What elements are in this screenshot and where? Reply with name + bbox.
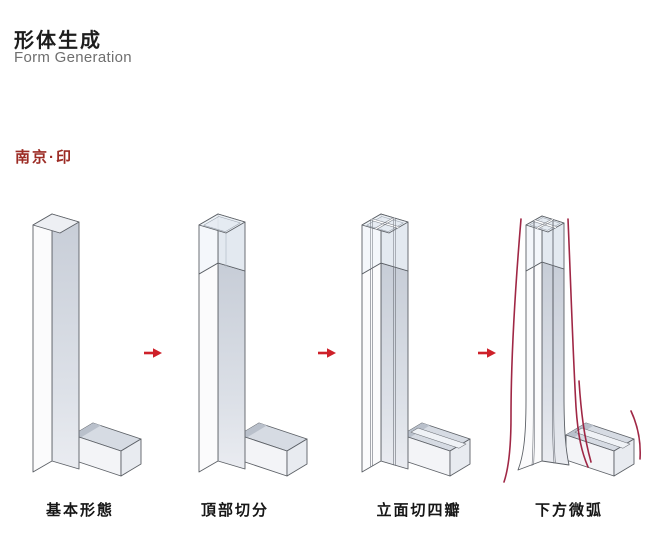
podium <box>401 422 471 477</box>
stage-basic-form-diagram <box>32 213 142 477</box>
podium <box>565 422 635 477</box>
tower <box>198 262 246 473</box>
glass-top <box>361 213 409 275</box>
stage-caption-basic-form: 基本形態 <box>45 502 115 519</box>
podium-groove <box>410 427 467 449</box>
tower <box>517 261 570 471</box>
stage-caption-facade-cut: 立面切四瓣 <box>376 502 462 519</box>
flow-arrow-icon <box>317 346 337 360</box>
stage-caption-top-division: 頂部切分 <box>200 502 270 519</box>
podium <box>72 422 142 477</box>
page-subtitle: Form Generation <box>14 49 132 66</box>
podium <box>238 422 308 477</box>
tower <box>361 262 409 473</box>
project-label: 南京·印 <box>15 149 73 166</box>
page-title: 形体生成 <box>14 30 102 52</box>
flow-arrow-icon <box>143 346 163 360</box>
flow-arrow-icon <box>477 346 497 360</box>
tower <box>32 213 80 473</box>
red-arc-lines <box>503 218 641 483</box>
quadrant-seams <box>531 265 556 467</box>
stage-caption-bottom-arc: 下方微弧 <box>534 502 604 519</box>
stage-facade-cut-diagram <box>361 213 471 477</box>
stage-bottom-arc-diagram <box>503 215 641 483</box>
quadrant-seams <box>370 267 396 467</box>
stage-top-division-diagram <box>198 213 308 477</box>
podium-groove <box>574 427 631 449</box>
glass-top <box>198 213 246 275</box>
glass-top <box>525 215 565 272</box>
